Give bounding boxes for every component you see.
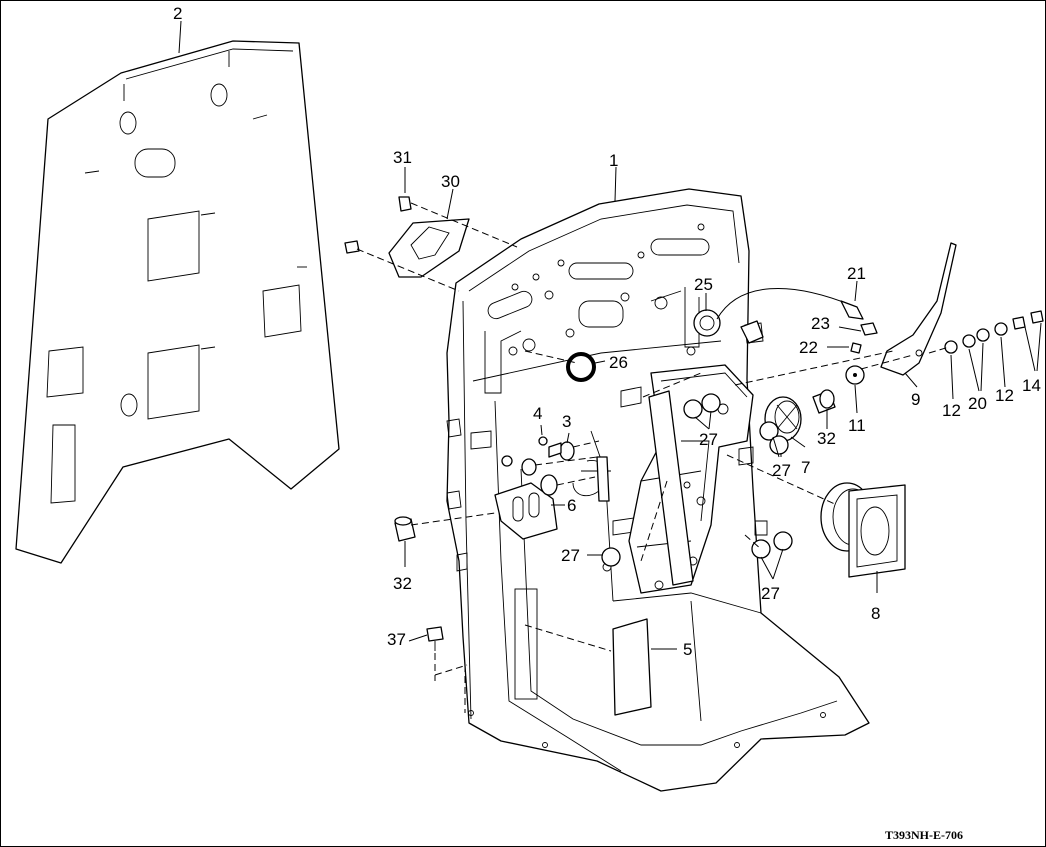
- callout-14: 14: [1022, 376, 1041, 395]
- callout-27-lower-right: 27: [761, 584, 780, 603]
- callout-1: 1: [609, 151, 618, 170]
- callout-labels: 2 1 31 30 25 26 21 23 22 9 12 20 12 14 1…: [173, 4, 1041, 659]
- part-25-grommet: [693, 287, 864, 344]
- callout-27-upper: 27: [699, 430, 718, 449]
- callout-22: 22: [799, 338, 818, 357]
- assembly-dash-lines: [356, 202, 950, 713]
- leader-lines: [178, 20, 1042, 650]
- callout-4: 4: [533, 404, 542, 423]
- callout-21: 21: [847, 264, 866, 283]
- part-30-cover-plate: [388, 218, 470, 278]
- callout-25: 25: [694, 275, 713, 294]
- part-26-plug: [566, 352, 596, 382]
- callout-11: 11: [848, 416, 866, 435]
- callout-27-middle: 27: [772, 461, 791, 480]
- callout-37: 37: [387, 630, 406, 649]
- callout-3: 3: [562, 412, 571, 431]
- callout-2: 2: [173, 4, 182, 23]
- figure-code: T393NH-E-706: [885, 828, 963, 842]
- callout-30: 30: [441, 172, 460, 191]
- callout-5: 5: [683, 640, 692, 659]
- callout-27-lower-left: 27: [561, 546, 580, 565]
- part-9-pedal-lever: [880, 242, 957, 376]
- callout-8: 8: [871, 604, 880, 623]
- callout-6: 6: [567, 496, 576, 515]
- callout-26: 26: [609, 353, 628, 372]
- callout-32-left: 32: [393, 574, 412, 593]
- part-2-floor-mat: [15, 40, 340, 564]
- callout-32-right: 32: [817, 429, 836, 448]
- callout-20: 20: [968, 394, 987, 413]
- callout-9: 9: [911, 390, 920, 409]
- callout-7: 7: [801, 458, 810, 477]
- part-8-boot: [820, 482, 906, 578]
- fasteners: [344, 196, 1044, 716]
- callout-31: 31: [393, 148, 412, 167]
- callout-12-right: 12: [995, 386, 1014, 405]
- callout-23: 23: [811, 314, 830, 333]
- part-6-pedal-pad: [494, 482, 558, 540]
- callout-12-left: 12: [942, 401, 961, 420]
